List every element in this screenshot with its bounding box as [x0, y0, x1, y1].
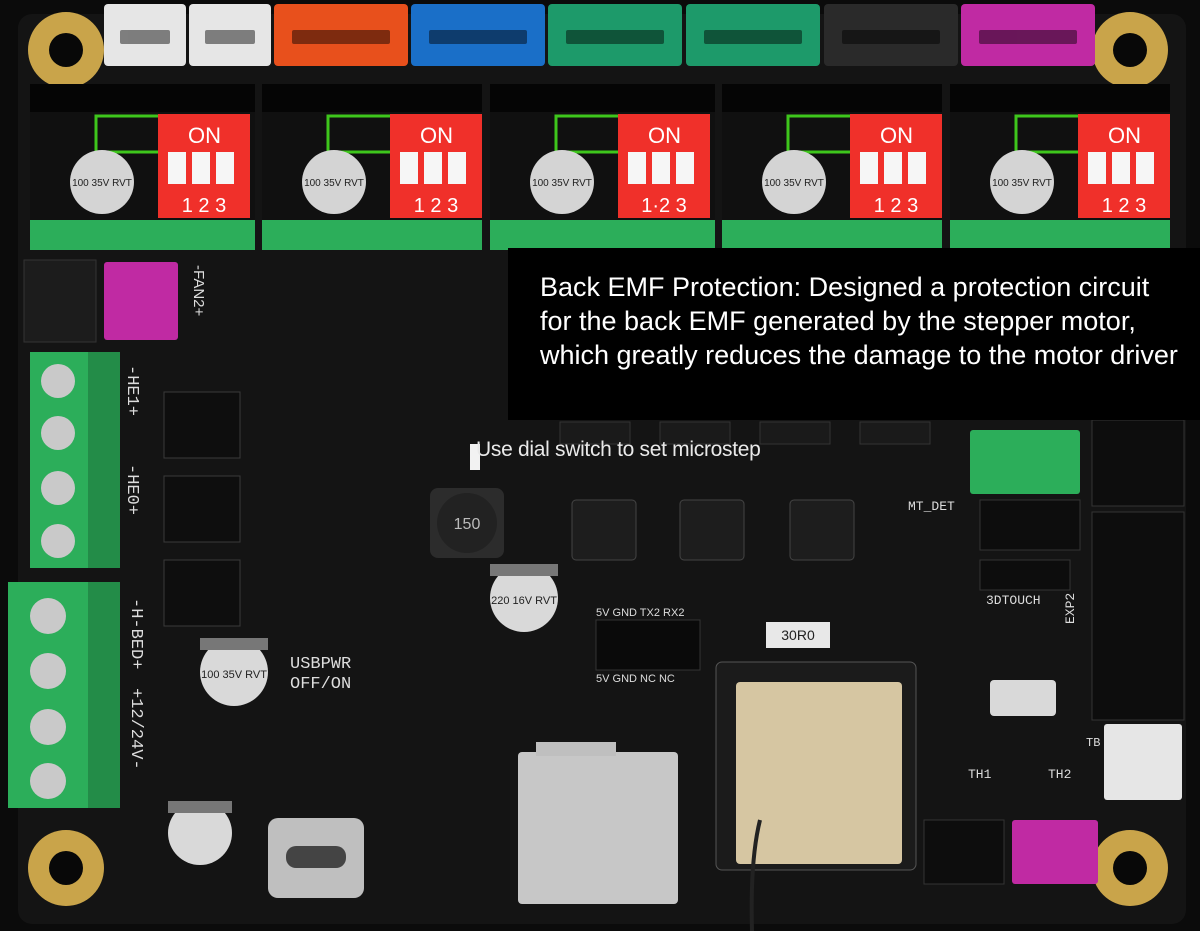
reset-button [990, 680, 1056, 716]
callout-text: Back EMF Protection: Designed a protecti… [540, 272, 1178, 370]
he1-label: -HE1+ [122, 365, 141, 416]
svg-text:5V GND NC NC: 5V GND NC NC [596, 673, 675, 685]
fan2-label: -FAN2+ [190, 265, 207, 317]
dip-switch-toggle [676, 152, 694, 184]
power-terminal-block [8, 582, 120, 808]
svg-text:220 16V RVT: 220 16V RVT [491, 595, 557, 607]
chip-row [559, 421, 931, 445]
driver-capacitor-label: 100 35V RVT [764, 178, 824, 189]
driver-terminal-strip [30, 220, 1170, 250]
driver-capacitor-label: 100 35V RVT [304, 178, 364, 189]
driver-capacitor-label: 100 35V RVT [532, 178, 592, 189]
mounting-hole-bottom-left [28, 830, 104, 906]
fan2-connector [104, 262, 178, 340]
svg-text:150: 150 [454, 516, 481, 533]
driver-capacitor [70, 150, 134, 214]
dip-switch-numbers: 1 2 3 [182, 195, 226, 217]
svg-text:30R0: 30R0 [781, 627, 815, 643]
svg-text:100 35V RVT: 100 35V RVT [201, 669, 267, 681]
dip-switch-numbers: 1 2 3 [414, 195, 458, 217]
driver-capacitor [990, 150, 1054, 214]
tb-label: TB [1086, 736, 1100, 750]
dip-switch-numbers: 1 2 3 [874, 195, 918, 217]
th1-label: TH1 [968, 767, 992, 782]
dial-switch-caption: Use dial switch to set microstep [476, 438, 761, 461]
dip-switch-numbers: 1·2 3 [641, 195, 687, 217]
dial-switch-highlight [470, 444, 480, 470]
mosfet-group [163, 391, 241, 627]
fan1-connector [23, 259, 97, 343]
dip-switch-toggle [448, 152, 466, 184]
dip-switch-on-label: ON [188, 123, 221, 148]
sd-card-slot [518, 742, 678, 904]
dip-switch-on-label: ON [648, 123, 681, 148]
dip-switch-toggle [652, 152, 670, 184]
mounting-hole-top-left [28, 12, 104, 88]
right-side-connectors [923, 419, 1185, 885]
dip-switch-toggle [860, 152, 878, 184]
off-on-label: OFF/ON [290, 675, 351, 694]
driver-slot: 100 35V RVT ON 1 2 3 [762, 114, 942, 218]
wifi-module [715, 661, 917, 931]
usb-c-port [268, 818, 364, 898]
driver-slot: 100 35V RVT ON 1 2 3 [990, 114, 1170, 218]
capacitor-100uf: 100 35V RVT [200, 638, 268, 706]
dip-switch-toggle [424, 152, 442, 184]
th2-label: TH2 [1048, 767, 1071, 782]
dip-switch-toggle [908, 152, 926, 184]
top-connector-row [104, 4, 1095, 66]
dip-switch-on-label: ON [420, 123, 453, 148]
mounting-hole-bottom-right [1092, 830, 1168, 906]
exp2-label: EXP2 [1063, 593, 1078, 624]
driver-capacitor-label: 100 35V RVT [72, 178, 132, 189]
usbpwr-label: USBPWR [290, 655, 351, 674]
driver-capacitor [302, 150, 366, 214]
driver-header-row [30, 84, 1170, 112]
driver-capacitor [762, 150, 826, 214]
dip-switch-toggle [216, 152, 234, 184]
driver-slot: 100 35V RVT ON 1 2 3 [302, 114, 482, 218]
dip-switch-toggle [192, 152, 210, 184]
heater-terminal-block [30, 352, 120, 568]
dip-switch-on-label: ON [880, 123, 913, 148]
resistor-30r0: 30R0 [766, 622, 830, 648]
mounting-hole-top-right [1092, 12, 1168, 88]
back-emf-callout: Back EMF Protection: Designed a protecti… [508, 248, 1200, 420]
inductor: 150 [430, 488, 504, 558]
capacitor-220uf: 220 16V RVT [490, 564, 558, 632]
mt-det-label: MT_DET [908, 499, 955, 514]
dip-switch-toggle [628, 152, 646, 184]
dip-switch-toggle [1112, 152, 1130, 184]
driver-capacitor-label: 100 35V RVT [992, 178, 1052, 189]
svg-text:5V GND TX2 RX2: 5V GND TX2 RX2 [596, 607, 684, 619]
threedtouch-label: 3DTOUCH [986, 593, 1041, 608]
he0-label: -HE0+ [122, 464, 141, 515]
dip-switch-toggle [400, 152, 418, 184]
dip-switch-toggle [884, 152, 902, 184]
power-label: +12/24V- [126, 688, 145, 770]
dip-switch-numbers: 1 2 3 [1102, 195, 1146, 217]
driver-slot: 100 35V RVT ON 1 2 3 [70, 114, 250, 218]
bed-label: -H-BED+ [126, 598, 145, 669]
driver-capacitor [530, 150, 594, 214]
uart-header: 5V GND TX2 RX2 5V GND NC NC [595, 607, 701, 685]
dip-switch-on-label: ON [1108, 123, 1141, 148]
capacitor-100uf-bottom [168, 801, 232, 865]
dip-switch-toggle [1088, 152, 1106, 184]
dip-switch-toggle [168, 152, 186, 184]
dip-switch-toggle [1136, 152, 1154, 184]
driver-slot: 100 35V RVT ON 1·2 3 [530, 114, 710, 218]
driver-ic-row [571, 499, 855, 561]
